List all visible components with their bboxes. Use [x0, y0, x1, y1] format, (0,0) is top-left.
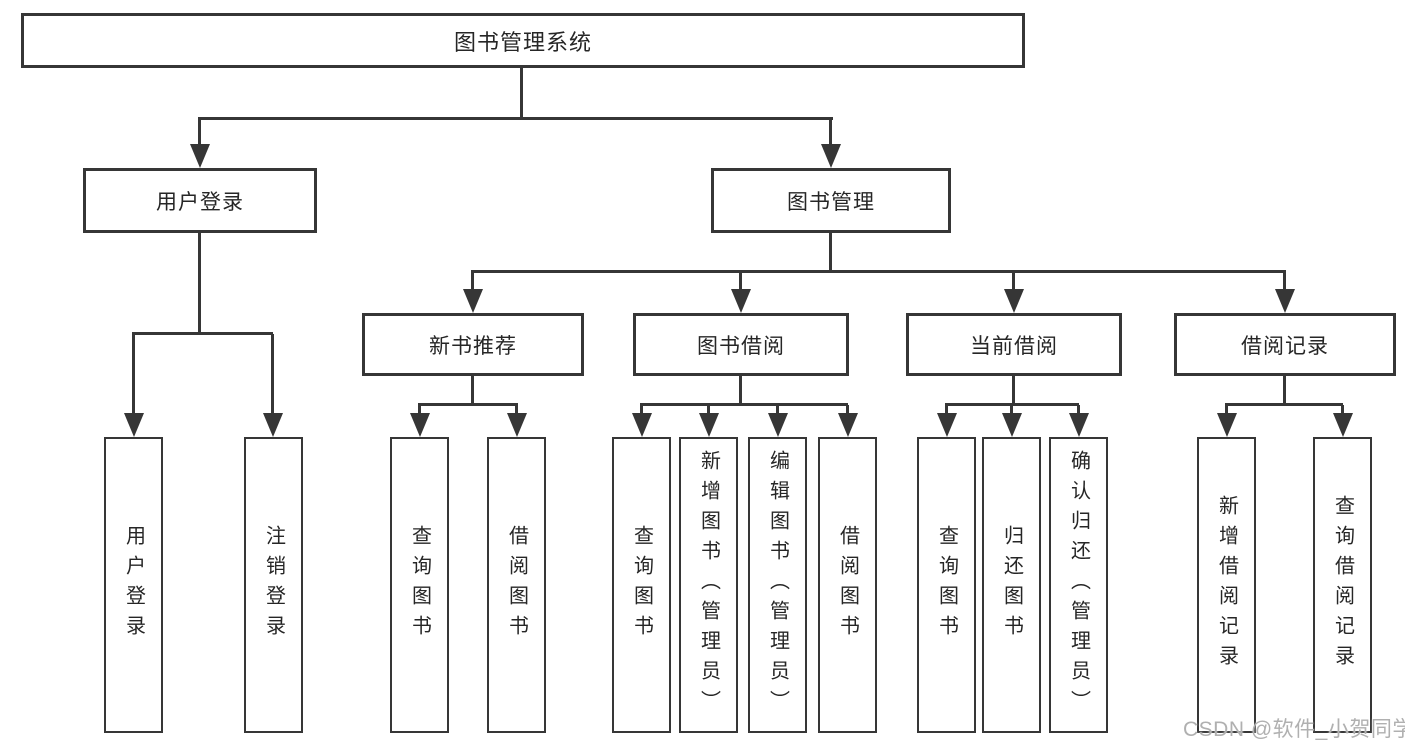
node-records-add-record-label: 新增借阅记录	[1215, 495, 1238, 675]
arrowhead-icon	[937, 413, 957, 437]
node-records-add-record: 新增借阅记录	[1197, 437, 1256, 733]
connector-recommend-stem	[471, 376, 474, 406]
connector-borrow-bar	[640, 403, 848, 406]
node-new-book-recommend-label: 新书推荐	[429, 334, 517, 358]
node-records-query-record: 查询借阅记录	[1313, 437, 1372, 733]
arrowhead-icon	[190, 144, 210, 168]
node-borrow-records-label: 借阅记录	[1241, 334, 1329, 358]
node-leaf-user-login: 用户登录	[104, 437, 163, 733]
connector-records-stem	[1283, 376, 1286, 406]
node-borrow-edit-books-admin-label: 编辑图书（管理员）	[766, 450, 789, 720]
connector-drop	[776, 405, 779, 415]
connector-records-bar	[1225, 403, 1343, 406]
connector-drop	[945, 405, 948, 415]
node-borrow-query-books: 查询图书	[612, 437, 671, 733]
node-borrow-borrow-books-label: 借阅图书	[836, 525, 859, 645]
node-records-query-record-label: 查询借阅记录	[1331, 495, 1354, 675]
connector-drop	[271, 334, 274, 414]
csdn-watermark: CSDN @软件_小贺同学	[1183, 718, 1405, 741]
connector-root-bar	[198, 117, 833, 120]
node-recommend-query-books-label: 查询图书	[408, 525, 431, 645]
node-new-book-recommend: 新书推荐	[362, 313, 584, 376]
connector-drop	[1225, 405, 1228, 415]
connector-book-mgmt-stem	[829, 233, 832, 273]
node-current-confirm-return-admin-label: 确认归还（管理员）	[1067, 450, 1090, 720]
connector-drop	[418, 405, 421, 415]
connector-drop	[829, 119, 832, 145]
node-current-query-books: 查询图书	[917, 437, 976, 733]
node-leaf-user-login-label: 用户登录	[122, 525, 145, 645]
connector-borrow-stem	[739, 376, 742, 406]
arrowhead-icon	[410, 413, 430, 437]
arrowhead-icon	[1069, 413, 1089, 437]
arrowhead-icon	[124, 413, 144, 437]
arrowhead-icon	[507, 413, 527, 437]
arrowhead-icon	[1275, 289, 1295, 313]
connector-current-stem	[1012, 376, 1015, 406]
arrowhead-icon	[1004, 289, 1024, 313]
connector-drop	[471, 272, 474, 290]
node-borrow-edit-books-admin: 编辑图书（管理员）	[748, 437, 807, 733]
connector-drop	[707, 405, 710, 415]
node-borrow-borrow-books: 借阅图书	[818, 437, 877, 733]
node-borrow-query-books-label: 查询图书	[630, 525, 653, 645]
connector-drop	[739, 272, 742, 290]
connector-root-stem	[520, 68, 523, 118]
connector-drop	[846, 405, 849, 415]
node-current-borrow-label: 当前借阅	[970, 334, 1058, 358]
node-current-query-books-label: 查询图书	[935, 525, 958, 645]
node-leaf-logout-label: 注销登录	[262, 525, 285, 645]
node-root: 图书管理系统	[21, 13, 1025, 68]
arrowhead-icon	[1002, 413, 1022, 437]
connector-drop	[640, 405, 643, 415]
node-recommend-borrow-books-label: 借阅图书	[505, 525, 528, 645]
arrowhead-icon	[838, 413, 858, 437]
arrowhead-icon	[1217, 413, 1237, 437]
node-recommend-query-books: 查询图书	[390, 437, 449, 733]
node-book-borrow: 图书借阅	[633, 313, 849, 376]
node-user-login-label: 用户登录	[156, 190, 244, 214]
arrowhead-icon	[632, 413, 652, 437]
arrowhead-icon	[263, 413, 283, 437]
node-book-management-label: 图书管理	[787, 190, 875, 214]
node-root-label: 图书管理系统	[453, 29, 592, 55]
connector-drop	[1341, 405, 1344, 415]
connector-drop	[1283, 272, 1286, 290]
connector-drop	[198, 119, 201, 145]
node-borrow-records: 借阅记录	[1174, 313, 1396, 376]
connector-current-bar	[945, 403, 1079, 406]
connector-drop	[1012, 272, 1015, 290]
node-user-login: 用户登录	[83, 168, 317, 233]
node-current-borrow: 当前借阅	[906, 313, 1122, 376]
connector-book-mgmt-bar	[471, 270, 1286, 273]
connector-drop	[1010, 405, 1013, 415]
connector-drop	[515, 405, 518, 415]
connector-user-login-bar	[132, 332, 273, 335]
node-book-borrow-label: 图书借阅	[697, 334, 785, 358]
node-book-management: 图书管理	[711, 168, 951, 233]
arrowhead-icon	[768, 413, 788, 437]
arrowhead-icon	[821, 144, 841, 168]
node-borrow-add-books-admin-label: 新增图书（管理员）	[697, 450, 720, 720]
node-leaf-logout: 注销登录	[244, 437, 303, 733]
arrowhead-icon	[463, 289, 483, 313]
arrowhead-icon	[731, 289, 751, 313]
node-current-confirm-return-admin: 确认归还（管理员）	[1049, 437, 1108, 733]
arrowhead-icon	[1333, 413, 1353, 437]
node-recommend-borrow-books: 借阅图书	[487, 437, 546, 733]
arrowhead-icon	[699, 413, 719, 437]
connector-drop	[1077, 405, 1080, 415]
connector-recommend-bar	[418, 403, 518, 406]
connector-drop	[132, 334, 135, 414]
node-current-return-books-label: 归还图书	[1000, 525, 1023, 645]
node-borrow-add-books-admin: 新增图书（管理员）	[679, 437, 738, 733]
node-current-return-books: 归还图书	[982, 437, 1041, 733]
connector-user-login-stem	[198, 233, 201, 335]
